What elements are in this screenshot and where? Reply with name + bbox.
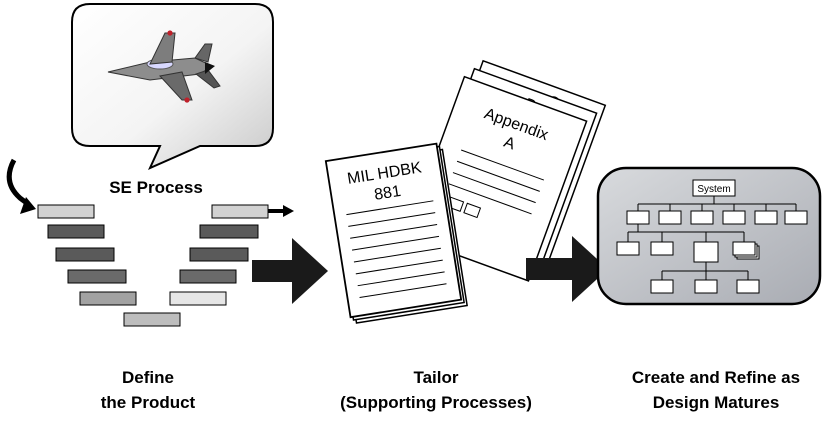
process-bar [179, 269, 237, 284]
tree-node [694, 279, 718, 294]
tree-node [658, 210, 682, 225]
process-bar [211, 204, 269, 219]
se-process-v-chart [37, 204, 294, 327]
caption-left-line1: Define [122, 368, 174, 387]
tree-node [693, 241, 719, 263]
mil-hdbk-document: MIL HDBK 881 [324, 142, 463, 319]
tree-node [690, 210, 714, 225]
process-bar [169, 291, 227, 306]
caption-left: Define the Product [101, 368, 196, 412]
caption-middle: Tailor (Supporting Processes) [340, 368, 532, 412]
process-bar [37, 204, 95, 219]
caption-right-line1: Create and Refine as [632, 368, 800, 387]
caption-right: Create and Refine as Design Matures [632, 368, 800, 412]
flow-arrow-1 [252, 238, 328, 304]
system-hierarchy-panel: System [596, 166, 822, 306]
tree-node [650, 241, 674, 256]
process-bar [47, 224, 105, 239]
process-bar [199, 224, 259, 239]
exit-small-arrow-head [283, 205, 294, 217]
process-bar [189, 247, 249, 262]
caption-left-line2: the Product [101, 393, 196, 412]
fighter-jet-icon [107, 30, 221, 103]
caption-middle-line2: (Supporting Processes) [340, 393, 532, 412]
tree-node [784, 210, 808, 225]
caption-middle-line1: Tailor [413, 368, 458, 387]
process-bar [79, 291, 137, 306]
tree-root-label: System [697, 184, 730, 195]
tree-node [616, 241, 640, 256]
caption-right-line2: Design Matures [653, 393, 780, 412]
flow-arrow-2 [526, 236, 608, 302]
tree-node [722, 210, 746, 225]
process-bar [123, 312, 181, 327]
process-bar [67, 269, 127, 284]
tree-node [650, 279, 674, 294]
tree-node [626, 210, 650, 225]
document-stack: C B Appendix A MIL HDBK [324, 59, 607, 324]
mil-hdbk-number: 881 [373, 183, 402, 204]
process-bar [55, 247, 115, 262]
tree-node [736, 279, 760, 294]
entry-curved-arrow [6, 158, 36, 214]
tree-node-stack [732, 241, 756, 256]
se-process-label: SE Process [109, 178, 203, 197]
tree-node [754, 210, 778, 225]
